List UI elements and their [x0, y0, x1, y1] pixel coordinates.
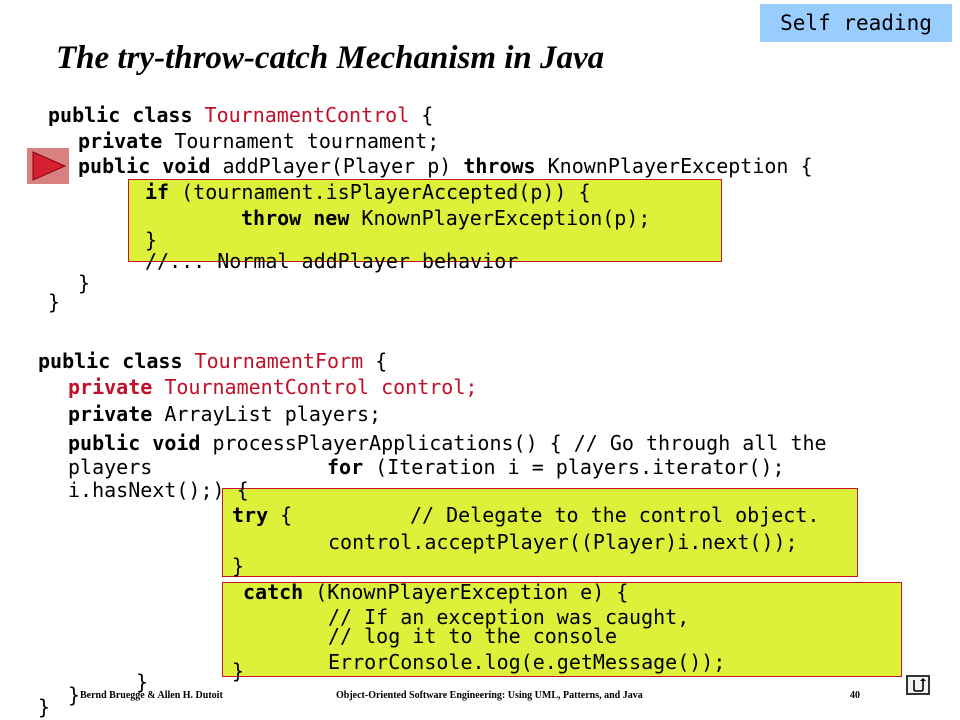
footer-authors: Bernd Bruegge & Allen H. Dutoit: [80, 690, 223, 701]
slide-title: The try-throw-catch Mechanism in Java: [56, 40, 605, 76]
code-line: }: [38, 695, 51, 719]
code-line: throw new KnownPlayerException(p);: [241, 206, 651, 230]
page-number: 40: [850, 690, 860, 701]
code-line: public void processPlayerApplications() …: [68, 431, 827, 455]
code-line: }: [232, 554, 245, 578]
code-line: private Tournament tournament;: [78, 129, 440, 153]
code-line: }: [232, 659, 245, 683]
footer-book-title: Object-Oriented Software Engineering: Us…: [336, 690, 643, 701]
code-line: try {: [232, 503, 293, 527]
nav-return-button[interactable]: [906, 675, 930, 695]
code-line: private ArrayList players;: [68, 402, 382, 426]
code-line: }: [145, 228, 158, 252]
code-line: ErrorConsole.log(e.getMessage());: [328, 650, 726, 674]
code-line: public class TournamentControl {: [48, 103, 434, 127]
code-line: public void addPlayer(Player p) throws K…: [78, 154, 813, 178]
code-comment: // If an exception was caught,: [328, 605, 690, 629]
code-line: public class TournamentForm {: [38, 349, 388, 373]
code-line: if (tournament.isPlayerAccepted(p)) {: [145, 180, 591, 204]
return-arrow-icon: [913, 678, 926, 692]
code-line: catch (KnownPlayerException e) {: [243, 580, 629, 604]
code-comment: // Delegate to the control object.: [410, 503, 820, 527]
catch-highlight-box: [222, 582, 902, 677]
code-line: control.acceptPlayer((Player)i.next());: [328, 530, 798, 554]
try-highlight-box: [222, 488, 858, 577]
play-arrow-icon: [27, 148, 69, 184]
code-line: }: [48, 290, 61, 314]
code-line: }: [136, 670, 149, 694]
self-reading-badge: Self reading: [760, 4, 952, 42]
code-line: i.hasNext();) {: [68, 478, 249, 502]
code-comment: //... Normal addPlayer behavior: [145, 249, 519, 273]
code-line: }: [68, 683, 81, 707]
code-line: }: [78, 271, 91, 295]
code-line: private TournamentControl control;: [68, 375, 478, 399]
throw-highlight-box: [128, 179, 722, 262]
code-comment: // log it to the console: [328, 624, 617, 648]
code-line: players: [68, 455, 153, 479]
code-line: for (Iteration i = players.iterator();: [327, 455, 785, 479]
